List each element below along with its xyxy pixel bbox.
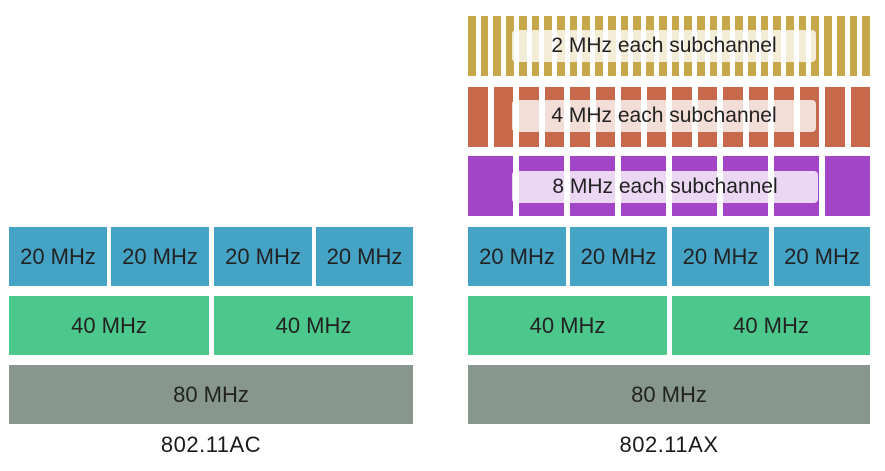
ax-40mhz-block-2: 40 MHz <box>672 296 870 355</box>
ax-2mhz-subchannel-1 <box>468 16 476 76</box>
ac-20mhz-block-4: 20 MHz <box>316 227 413 286</box>
ac-20mhz-block-2: 20 MHz <box>111 227 209 286</box>
ax-2mhz-subchannel-32 <box>862 16 870 76</box>
ax-20mhz-block-3: 20 MHz <box>672 227 769 286</box>
ax-40mhz-block-1: 40 MHz <box>468 296 667 355</box>
ax-4mhz-subchannel-15 <box>825 87 845 147</box>
ax-2mhz-subchannel-label: 2 MHz each subchannel <box>512 30 816 62</box>
ac-20mhz-block-3: 20 MHz <box>214 227 312 286</box>
ax-2mhz-subchannel-2 <box>480 16 489 76</box>
ac-caption: 802.11AC <box>160 432 262 457</box>
ax-20mhz-block-2: 20 MHz <box>570 227 667 286</box>
ac-20mhz-block-1: 20 MHz <box>9 227 107 286</box>
ax-caption: 802.11AX <box>619 432 719 457</box>
ax-80mhz-block: 80 MHz <box>468 365 870 424</box>
ac-40mhz-block-1: 40 MHz <box>9 296 209 355</box>
ax-2mhz-subchannel-3 <box>493 16 502 76</box>
ax-4mhz-subchannel-2 <box>493 87 513 147</box>
ax-20mhz-block-4: 20 MHz <box>774 227 870 286</box>
ax-8mhz-subchannel-label: 8 MHz each subchannel <box>512 171 818 203</box>
ax-8mhz-subchannel-1 <box>468 156 513 216</box>
ax-2mhz-subchannel-4 <box>506 16 514 76</box>
ax-2mhz-subchannel-30 <box>836 16 845 76</box>
ax-4mhz-subchannel-label: 4 MHz each subchannel <box>512 100 816 132</box>
ax-2mhz-subchannel-29 <box>824 16 832 76</box>
ax-2mhz-subchannel-31 <box>849 16 858 76</box>
ax-4mhz-subchannel-1 <box>468 87 488 147</box>
ax-8mhz-subchannel-8 <box>825 156 870 216</box>
ac-80mhz-block: 80 MHz <box>9 365 413 424</box>
ax-4mhz-subchannel-16 <box>850 87 870 147</box>
ac-40mhz-block-2: 40 MHz <box>214 296 413 355</box>
ax-20mhz-block-1: 20 MHz <box>468 227 566 286</box>
